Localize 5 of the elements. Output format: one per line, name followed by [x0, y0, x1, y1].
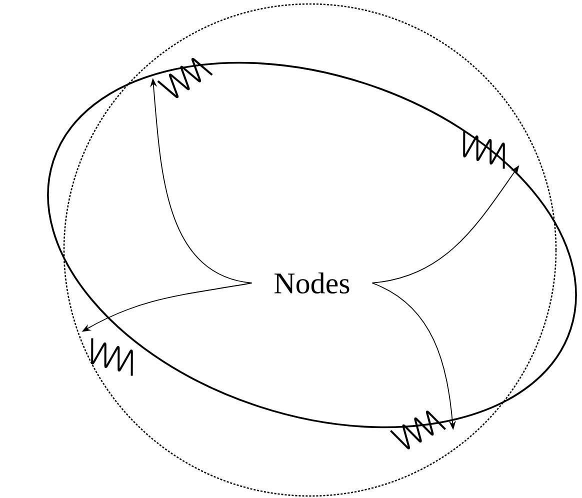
squiggle-drawing — [157, 58, 213, 98]
squiggle-drawing — [390, 410, 446, 450]
squiggle-drawing — [463, 131, 505, 169]
node-label: Nodes — [274, 272, 350, 294]
squiggle-drawing — [91, 338, 133, 376]
